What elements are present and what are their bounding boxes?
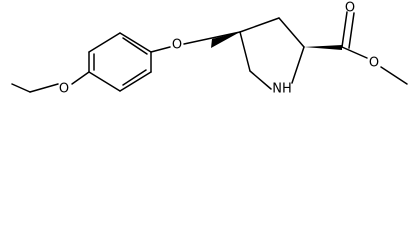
- carbonyl-oxygen-label: O: [345, 1, 355, 16]
- pyrrolidine-ring: [239, 17, 305, 90]
- ether-oxygen-label: O: [172, 38, 182, 53]
- benzene-bond: [119, 71, 152, 92]
- pyrrolidine-bond: [249, 70, 272, 90]
- methyl-ester-bond: [380, 66, 408, 85]
- ether-stereo-wedge: [211, 32, 240, 48]
- ethyl-terminal-bond: [11, 83, 31, 93]
- benzene-bond: [88, 71, 121, 92]
- benzene-inner-double-bond: [122, 69, 147, 86]
- carbonyl-double-bond: [348, 12, 355, 49]
- benzene-ring: [88, 32, 152, 92]
- pyrrolidine-bond: [239, 17, 280, 33]
- ester-stereo-wedge: [304, 45, 342, 50]
- pyrrolidine-bond: [291, 46, 305, 84]
- ethyl-ch2-bond: [29, 83, 59, 93]
- benzene-bond: [88, 32, 121, 53]
- aryl-ether-bond: [150, 46, 171, 53]
- benzene-bond: [119, 32, 152, 53]
- benzene-inner-double-bond: [122, 37, 148, 55]
- chemical-structure-diagram: O O NH O O: [11, 1, 408, 97]
- pyrrolidine-bond: [239, 31, 251, 72]
- ring-ether-bond: [183, 31, 241, 45]
- ester-oxygen-label: O: [369, 56, 379, 71]
- pyrrolidine-bond: [278, 17, 305, 48]
- carbonyl-bond: [341, 11, 348, 48]
- ester-oxygen-bond: [341, 46, 368, 59]
- ethoxy-oxygen-label: O: [59, 82, 69, 97]
- ring-nitrogen-label: NH: [272, 82, 292, 97]
- ethoxy-oxygen-aryl-bond: [71, 71, 90, 85]
